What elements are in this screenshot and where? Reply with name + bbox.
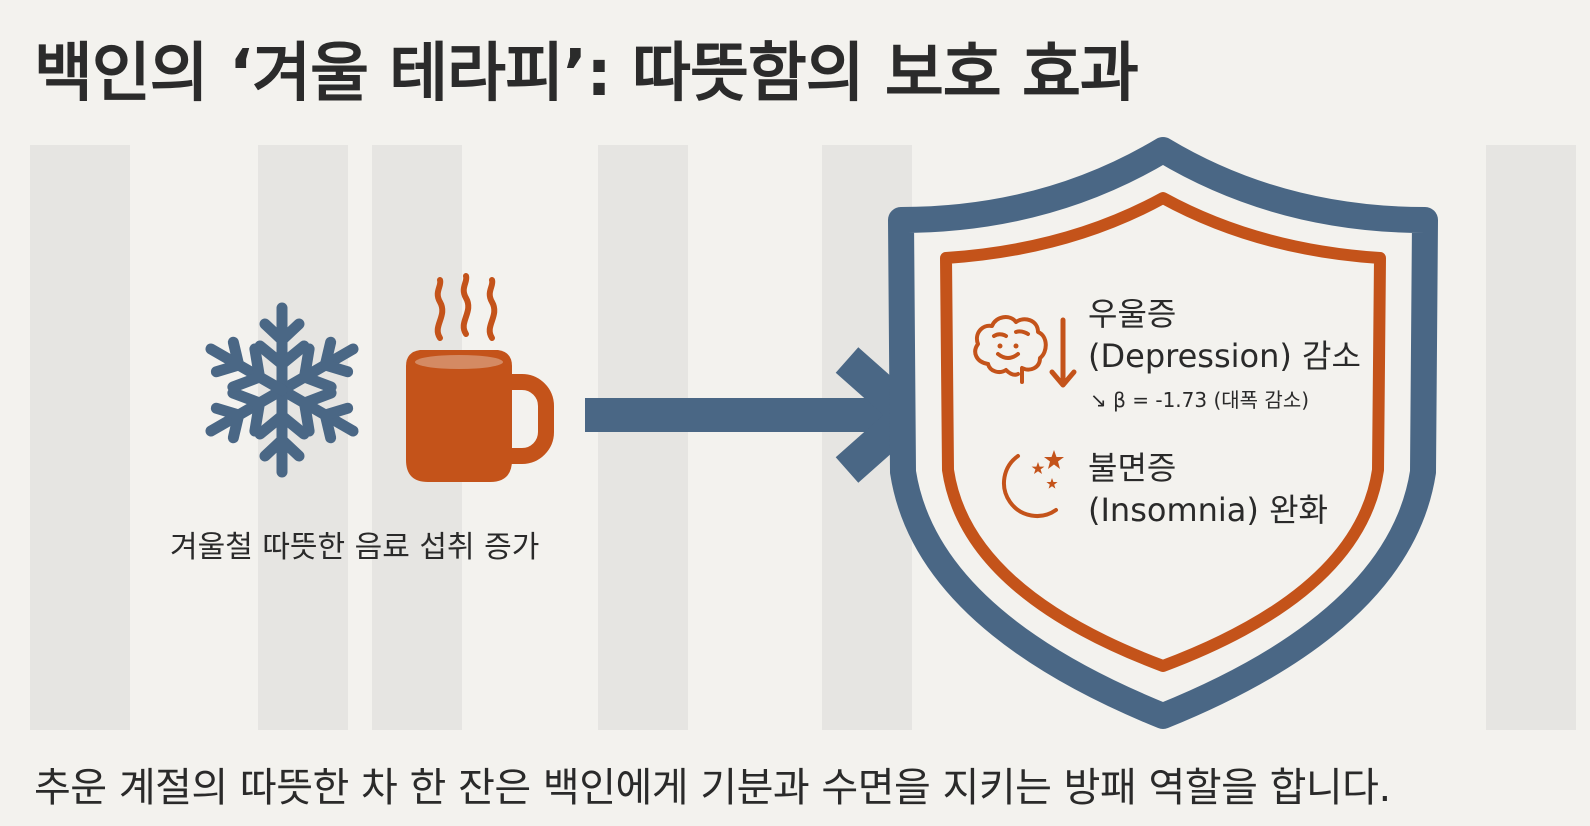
snowflake-icon <box>192 302 372 480</box>
left-caption: 겨울철 따뜻한 음료 섭취 증가 <box>170 530 540 565</box>
bg-stripe <box>598 145 688 730</box>
insomnia-label-en: (Insomnia) 완화 <box>1088 491 1328 529</box>
moon-stars-icon <box>1002 450 1064 518</box>
depression-label-en: (Depression) 감소 <box>1088 337 1361 375</box>
shield-icon <box>888 137 1438 729</box>
down-arrow-icon <box>1049 317 1077 388</box>
page-title: 백인의 ‘겨울 테라피’: 따뜻함의 보호 효과 <box>34 37 1139 111</box>
footer-caption: 추운 계절의 따뜻한 차 한 잔은 백인에게 기분과 수면을 지키는 방패 역할… <box>34 765 1391 811</box>
depression-stat: ↘ β = -1.73 (대폭 감소) <box>1090 388 1310 412</box>
bg-stripe <box>1486 145 1576 730</box>
depression-label-ko: 우울증 <box>1088 295 1177 333</box>
brain-icon <box>973 315 1048 384</box>
bg-stripe <box>30 145 130 730</box>
hot-mug-icon <box>406 273 554 482</box>
insomnia-label-ko: 불면증 <box>1088 449 1177 487</box>
